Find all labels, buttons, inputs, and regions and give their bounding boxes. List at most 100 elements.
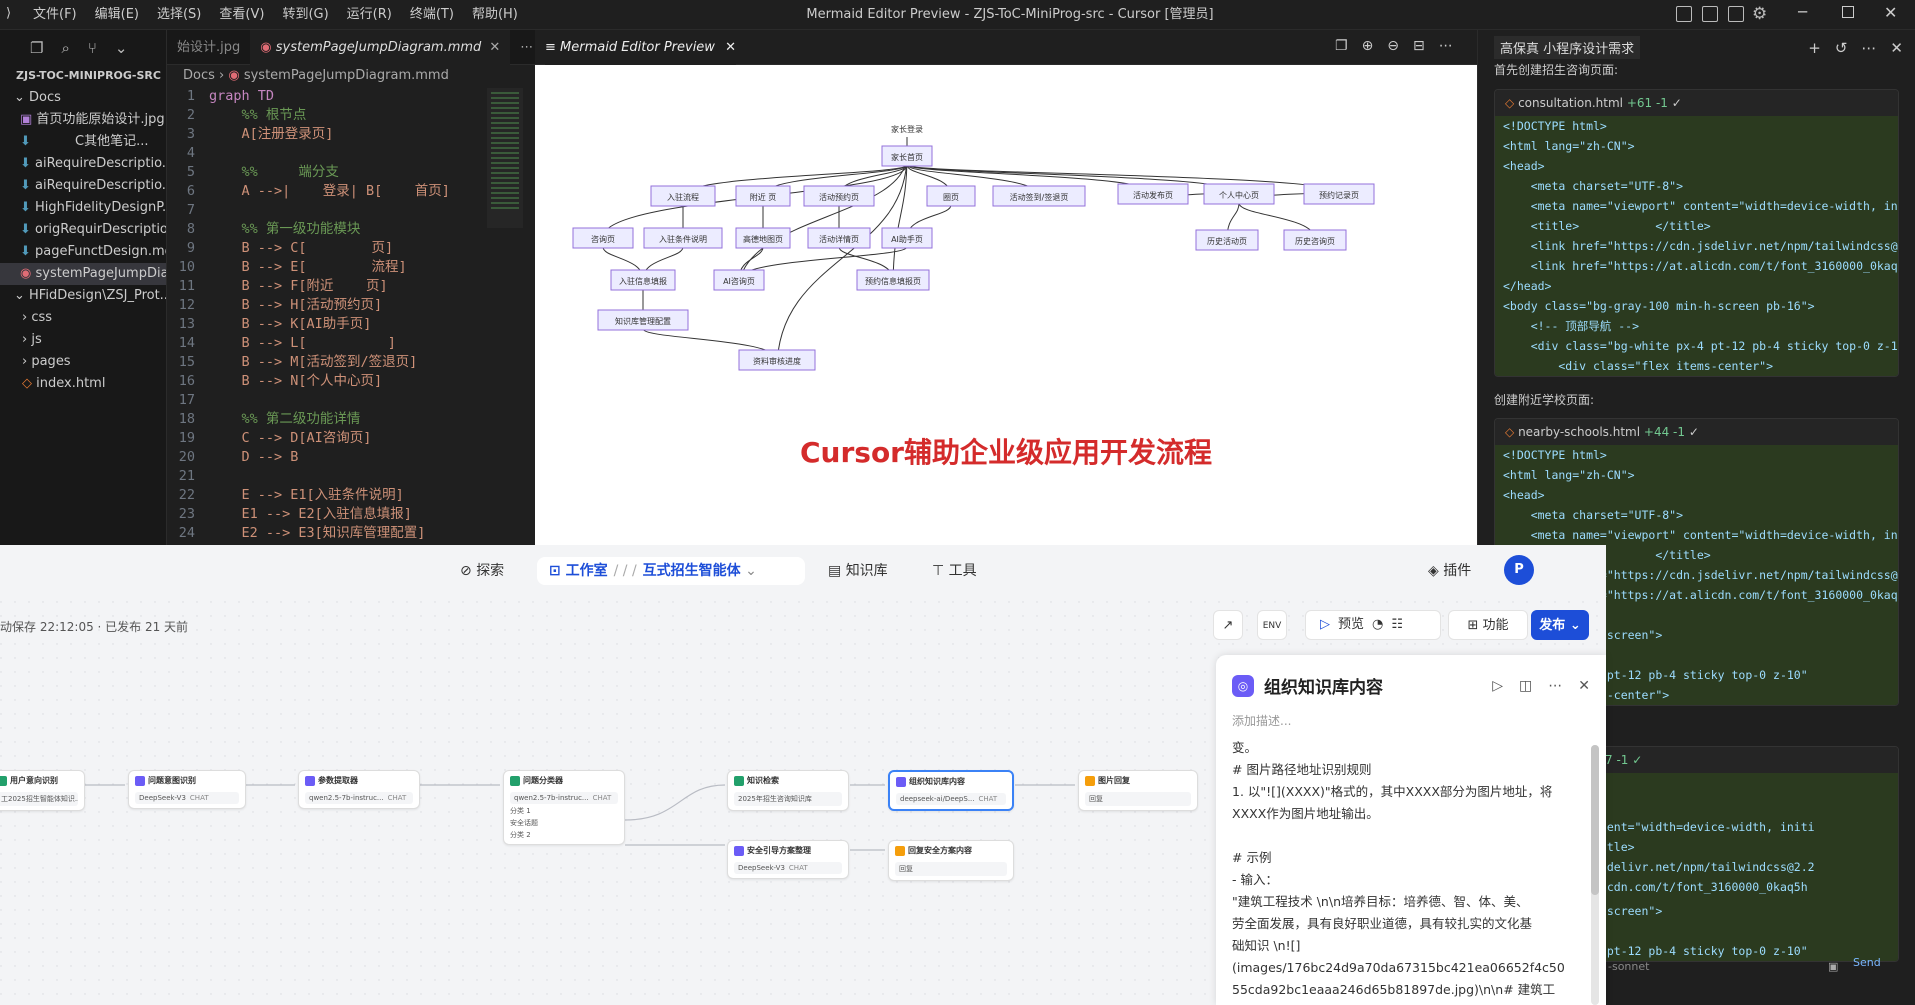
- zoom-out-icon[interactable]: ⊖: [1387, 38, 1400, 54]
- explorer-root[interactable]: ZJS-TOC-MINIPROG-SRC: [16, 69, 161, 82]
- workflow-node[interactable]: 图片回复回复: [1078, 770, 1198, 811]
- search-icon[interactable]: ⌕: [61, 38, 70, 57]
- close-icon[interactable]: ✕: [725, 40, 736, 55]
- file-item[interactable]: ⬇ aiRequireDescriptio...: [0, 175, 166, 197]
- close-icon[interactable]: ✕: [1884, 3, 1898, 22]
- folder-docs[interactable]: ⌄ Docs: [0, 87, 166, 109]
- menu-file[interactable]: 文件(F): [33, 7, 77, 22]
- breadcrumb-docs[interactable]: Docs: [183, 68, 215, 83]
- toggle-secondary-sidebar-icon[interactable]: [1728, 6, 1744, 22]
- code-line[interactable]: 11 B --> F[附近 页]: [167, 277, 535, 296]
- send-button[interactable]: Send: [1853, 956, 1881, 969]
- close-icon[interactable]: ✕: [1890, 38, 1903, 57]
- workflow-node[interactable]: 回复安全方案内容回复: [888, 840, 1014, 881]
- list-icon[interactable]: ☷: [1391, 617, 1404, 632]
- edit-file-name[interactable]: nearby-schools.html: [1518, 425, 1641, 439]
- code-line[interactable]: 9 B --> C[ 页]: [167, 239, 535, 258]
- maximize-icon[interactable]: [1842, 6, 1854, 18]
- menu-help[interactable]: 帮助(H): [471, 7, 518, 22]
- publish-button[interactable]: 发布 ⌄: [1531, 610, 1589, 640]
- nav-plugins[interactable]: ◈ 插件: [1428, 557, 1471, 585]
- plus-icon[interactable]: +: [1808, 38, 1821, 57]
- source-control-icon[interactable]: ⑂: [87, 38, 97, 57]
- code-line[interactable]: 20 D --> B: [167, 448, 535, 467]
- code-line[interactable]: 8 %% 第一级功能模块: [167, 220, 535, 239]
- menu-view[interactable]: 查看(V): [219, 7, 265, 22]
- avatar[interactable]: P: [1504, 555, 1534, 585]
- code-line[interactable]: 13 B --> K[AI助手页]: [167, 315, 535, 334]
- code-line[interactable]: 22 E --> E1[入驻条件说明]: [167, 486, 535, 505]
- code-line[interactable]: 5 %% 端分支: [167, 163, 535, 182]
- file-item[interactable]: ⬇ origRequirDescriptio...: [0, 219, 166, 241]
- env-button[interactable]: ENV: [1257, 610, 1287, 640]
- more-icon[interactable]: ⋯: [1861, 38, 1877, 57]
- menu-run[interactable]: 运行(R): [346, 7, 392, 22]
- share-icon[interactable]: ↗: [1213, 610, 1243, 640]
- nav-studio[interactable]: ⊡ 工作室/ / /互式招生智能体 ⌄: [537, 557, 805, 585]
- debug-icon[interactable]: ◔: [1372, 617, 1384, 632]
- tab-mermaid-preview[interactable]: ≡ Mermaid Editor Preview ✕: [545, 30, 736, 65]
- files-icon[interactable]: ❐: [30, 38, 44, 57]
- code-line[interactable]: 15 B --> M[活动签到/签退页]: [167, 353, 535, 372]
- chat-tab-title[interactable]: 高保真 小程序设计需求: [1494, 36, 1641, 59]
- chevron-down-icon[interactable]: ⌄: [114, 38, 128, 57]
- split-icon[interactable]: ⊟: [1413, 38, 1425, 54]
- nav-knowledge[interactable]: ▤ 知识库: [828, 557, 888, 585]
- breadcrumb-file[interactable]: systemPageJumpDiagram.mmd: [243, 68, 449, 83]
- minimap[interactable]: [487, 88, 523, 228]
- file-index-html[interactable]: ◇ index.html: [0, 373, 166, 395]
- code-line[interactable]: 21: [167, 467, 535, 486]
- menu-select[interactable]: 选择(S): [156, 7, 202, 22]
- code-line[interactable]: 24 E2 --> E3[知识库管理配置]: [167, 524, 535, 543]
- layout-icon[interactable]: ◫: [1519, 677, 1533, 694]
- folder-hfid[interactable]: ⌄ HFidDesign\ZSJ_Prot...: [0, 285, 166, 307]
- file-item[interactable]: ⬇ aiRequireDescriptio...: [0, 153, 166, 175]
- code-line[interactable]: 6 A -->| 登录| B[ 首页]: [167, 182, 535, 201]
- copy-icon[interactable]: ❐: [1335, 38, 1348, 54]
- workflow-node[interactable]: 用户意向识别工2025招生智能体知识...: [0, 770, 85, 811]
- nav-tools[interactable]: ⊤ 工具: [932, 557, 977, 585]
- close-icon[interactable]: ✕: [489, 40, 501, 55]
- file-item[interactable]: ⬇ C其他笔记...: [0, 131, 166, 153]
- file-item[interactable]: ⬇ pageFunctDesign.md: [0, 241, 166, 263]
- more-icon[interactable]: ⋯: [1438, 38, 1453, 54]
- run-icon[interactable]: ▷: [1492, 677, 1504, 694]
- code-line[interactable]: 23 E1 --> E2[入驻信息填报]: [167, 505, 535, 524]
- scrollbar[interactable]: [1591, 745, 1599, 1005]
- folder-js[interactable]: › js: [0, 329, 166, 351]
- file-item[interactable]: ▣ 首页功能原始设计.jpg: [0, 109, 166, 131]
- code-line[interactable]: 16 B --> N[个人中心页]: [167, 372, 535, 391]
- code-line[interactable]: 14 B --> L[ ]: [167, 334, 535, 353]
- panel-title[interactable]: 组织知识库内容: [1264, 678, 1383, 698]
- tab-mmd[interactable]: ◉ systemPageJumpDiagram.mmd✕: [250, 30, 511, 65]
- gear-icon[interactable]: ⚙: [1752, 4, 1768, 24]
- preview-button[interactable]: 预览: [1338, 617, 1365, 632]
- code-line[interactable]: 2 %% 根节点: [167, 106, 535, 125]
- menu-terminal[interactable]: 终端(T): [409, 7, 454, 22]
- code-line[interactable]: 3 A[注册登录页]: [167, 125, 535, 144]
- play-icon[interactable]: ▷: [1320, 617, 1330, 632]
- agent-name[interactable]: 互式招生智能体: [642, 563, 741, 579]
- code-edit-block[interactable]: ◇ consultation.html +61 -1 ✓ <!DOCTYPE h…: [1494, 89, 1899, 377]
- menu-goto[interactable]: 转到(G): [282, 7, 329, 22]
- zoom-in-icon[interactable]: ⊕: [1361, 38, 1374, 54]
- code-line[interactable]: 12 B --> H[活动预约页]: [167, 296, 535, 315]
- description-input[interactable]: 添加描述...: [1232, 714, 1292, 728]
- toggle-sidebar-icon[interactable]: [1676, 6, 1692, 22]
- more-icon[interactable]: ⋯: [520, 40, 534, 55]
- code-line[interactable]: 4: [167, 144, 535, 163]
- more-icon[interactable]: ⋯: [1548, 677, 1563, 694]
- file-item[interactable]: ⬇ HighFidelityDesignP...: [0, 197, 166, 219]
- tab-image[interactable]: 始设计.jpg: [177, 40, 241, 55]
- nav-explore[interactable]: ⊘ 探索: [460, 557, 504, 585]
- toggle-panel-icon[interactable]: [1702, 6, 1718, 22]
- code-line[interactable]: 18 %% 第二级功能详情: [167, 410, 535, 429]
